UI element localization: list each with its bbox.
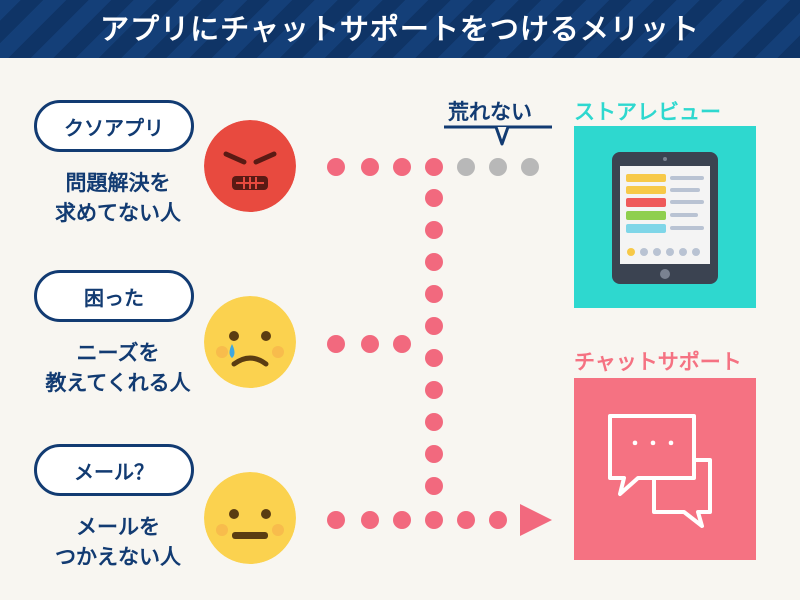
speech-bubble-1: クソアプリ [34,100,194,152]
flow-dot [327,335,345,353]
chat-bubbles-icon [608,414,712,528]
flow-dot [425,381,443,399]
flow-dot [489,158,507,176]
calm-label: 荒れない [448,100,532,124]
speech-bubble-text: メール？ [74,459,154,484]
chat-typing-dots: ・・・ [626,434,680,455]
flow-dot [361,511,379,529]
calm-label-pointer [444,125,552,146]
user-description-3: メールを つかえない人 [55,515,181,569]
flow-dot [425,285,443,303]
store-review-panel [574,126,756,308]
flow-dot [425,189,443,207]
sad-face-icon [204,296,296,388]
flow-dot [457,511,475,529]
speech-bubble-3: メール？ [34,444,194,496]
flow-dot [393,511,411,529]
flow-dot [489,511,507,529]
flow-dot [425,317,443,335]
flow-dot [425,253,443,271]
header-banner [0,0,800,58]
tablet-icon [612,152,718,284]
flow-dot [425,511,443,529]
arrow-right-icon [520,504,552,536]
flow-dot [393,158,411,176]
flow-dot [361,158,379,176]
flow-dot [327,158,345,176]
flow-dot [425,413,443,431]
speech-bubble-text: クソアプリ [64,115,164,140]
flow-dot [521,158,539,176]
flow-dot [393,335,411,353]
flow-dot [457,158,475,176]
store-review-label: ストアレビュー [574,100,721,124]
flow-dot [361,335,379,353]
flow-dot [425,477,443,495]
flow-dot [327,511,345,529]
chat-support-panel: ・・・ [574,378,756,560]
neutral-face-icon [204,472,296,564]
speech-bubble-text: 困った [84,285,144,310]
flow-dot [425,349,443,367]
user-description-2: ニーズを 教えてくれる人 [45,341,191,395]
speech-bubble-2: 困った [34,270,194,322]
flow-dot [425,445,443,463]
flow-dot [425,158,443,176]
flow-dot [425,221,443,239]
user-description-1: 問題解決を 求めてない人 [55,171,181,225]
page-title: アプリにチャットサポートをつけるメリット [100,12,700,46]
angry-face-icon [204,120,296,212]
chat-support-label: チャットサポート [574,350,742,374]
